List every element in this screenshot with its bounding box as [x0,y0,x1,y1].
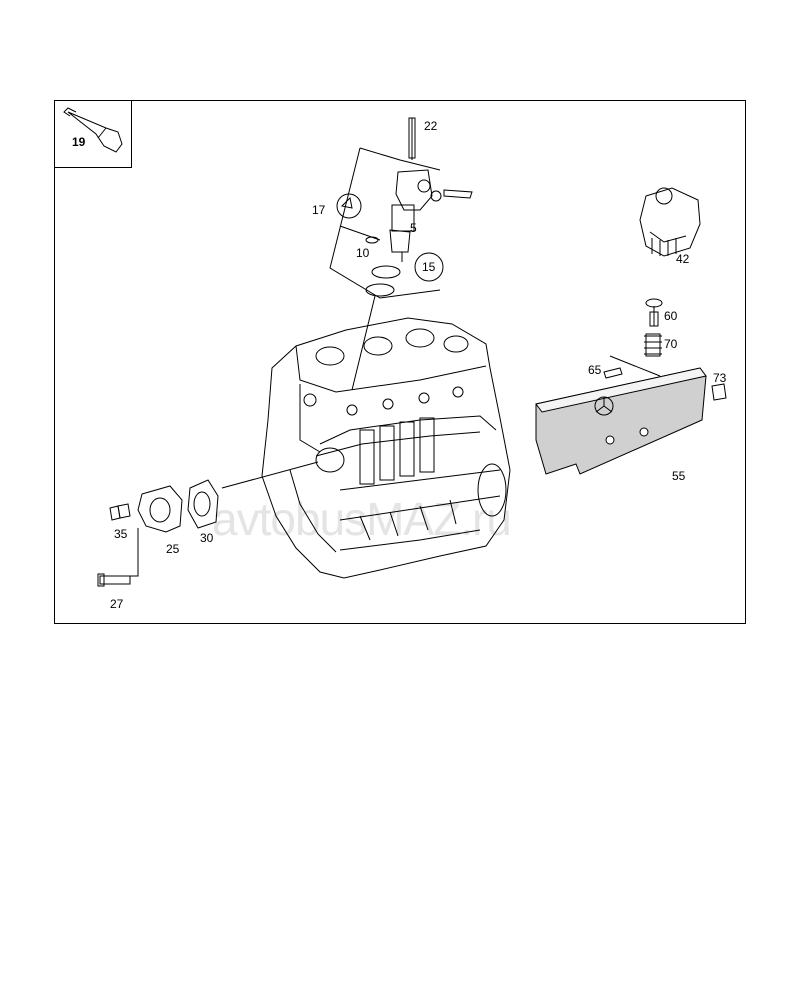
valve-60-70-drawing [644,298,663,357]
diagram-frame [54,100,746,624]
part-label-70: 70 [664,337,678,351]
part-label-17: 17 [312,203,326,217]
part-label-25: 25 [166,542,180,556]
engine-block-drawing [221,317,511,579]
pump-42-drawing [639,187,701,257]
part-label-19: 19 [72,135,86,149]
part-label-15: 15 [422,260,436,274]
part-label-35: 35 [114,527,128,541]
engine-cover-55-drawing [535,355,727,475]
part-label-65: 65 [588,363,602,377]
part-label-22: 22 [424,119,438,133]
tube-inset-box [54,100,132,168]
part-label-42: 42 [676,252,690,266]
part-label-55: 55 [672,469,686,483]
part-label-73: 73 [713,371,727,385]
part-label-30: 30 [200,531,214,545]
sealant-tube-icon [63,107,123,153]
water-pump-parts-drawing [97,479,219,587]
part-label-10: 10 [356,246,370,260]
part-label-60: 60 [664,309,678,323]
part-label-5: 5 [410,221,417,235]
part-label-27: 27 [110,597,124,611]
injector-assembly [329,117,473,391]
